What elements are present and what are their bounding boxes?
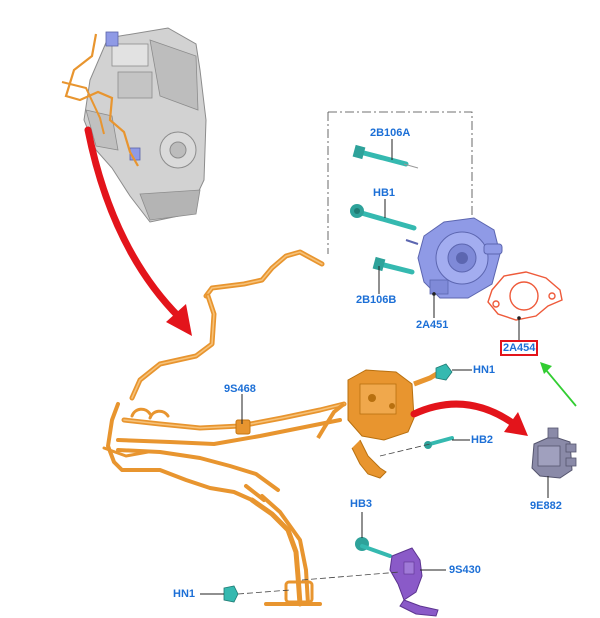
leader-hn1-bottom-dash bbox=[237, 589, 291, 595]
callout-arrow-harness bbox=[84, 126, 192, 336]
leader-dot-2a451 bbox=[432, 292, 436, 296]
label-bolt-2b106a[interactable]: 2B106A bbox=[370, 127, 411, 139]
label-nut-hn1-top[interactable]: HN1 bbox=[473, 364, 496, 376]
label-bolt-hb3[interactable]: HB3 bbox=[350, 498, 373, 510]
callout-arrow-solenoid bbox=[410, 400, 528, 436]
bolt-2b106a-icon bbox=[352, 144, 419, 169]
bolt-2b106b-icon bbox=[372, 256, 415, 275]
callout-arrow-green bbox=[540, 362, 577, 407]
nut-hn1-top-icon bbox=[435, 363, 453, 381]
label-bolt-2b106b[interactable]: 2B106B bbox=[356, 294, 397, 306]
vacuum-pump-icon bbox=[405, 217, 503, 299]
label-gasket-2a454[interactable]: 2A454 bbox=[500, 340, 539, 356]
bolt-hb1-icon bbox=[350, 204, 417, 231]
label-bracket-9s430[interactable]: 9S430 bbox=[449, 564, 481, 576]
solenoid-bracket-icon bbox=[316, 369, 442, 479]
nut-hn1-bottom-icon bbox=[223, 585, 239, 603]
bolt-hb2-icon bbox=[424, 436, 454, 449]
leader-dot-2a454 bbox=[517, 316, 521, 320]
label-bolt-hb2[interactable]: HB2 bbox=[471, 434, 494, 446]
label-vacuum-pump-2a451[interactable]: 2A451 bbox=[416, 319, 449, 331]
engine-icon bbox=[61, 27, 207, 223]
leader-hb2-dash bbox=[379, 443, 431, 457]
label-nut-hn1-bottom[interactable]: HN1 bbox=[173, 588, 196, 600]
bracket-9s430-icon bbox=[389, 547, 439, 617]
solenoid-valve-icon bbox=[531, 427, 577, 479]
label-solenoid-9e882[interactable]: 9E882 bbox=[530, 500, 562, 512]
bolt-hb3-icon bbox=[355, 537, 392, 558]
label-pipe-9s468[interactable]: 9S468 bbox=[224, 383, 256, 395]
label-bolt-hb1[interactable]: HB1 bbox=[373, 187, 396, 199]
leader-9s430-dash bbox=[301, 571, 401, 581]
gasket-icon bbox=[487, 271, 563, 321]
vacuum-pipe-assembly-icon bbox=[102, 249, 347, 607]
